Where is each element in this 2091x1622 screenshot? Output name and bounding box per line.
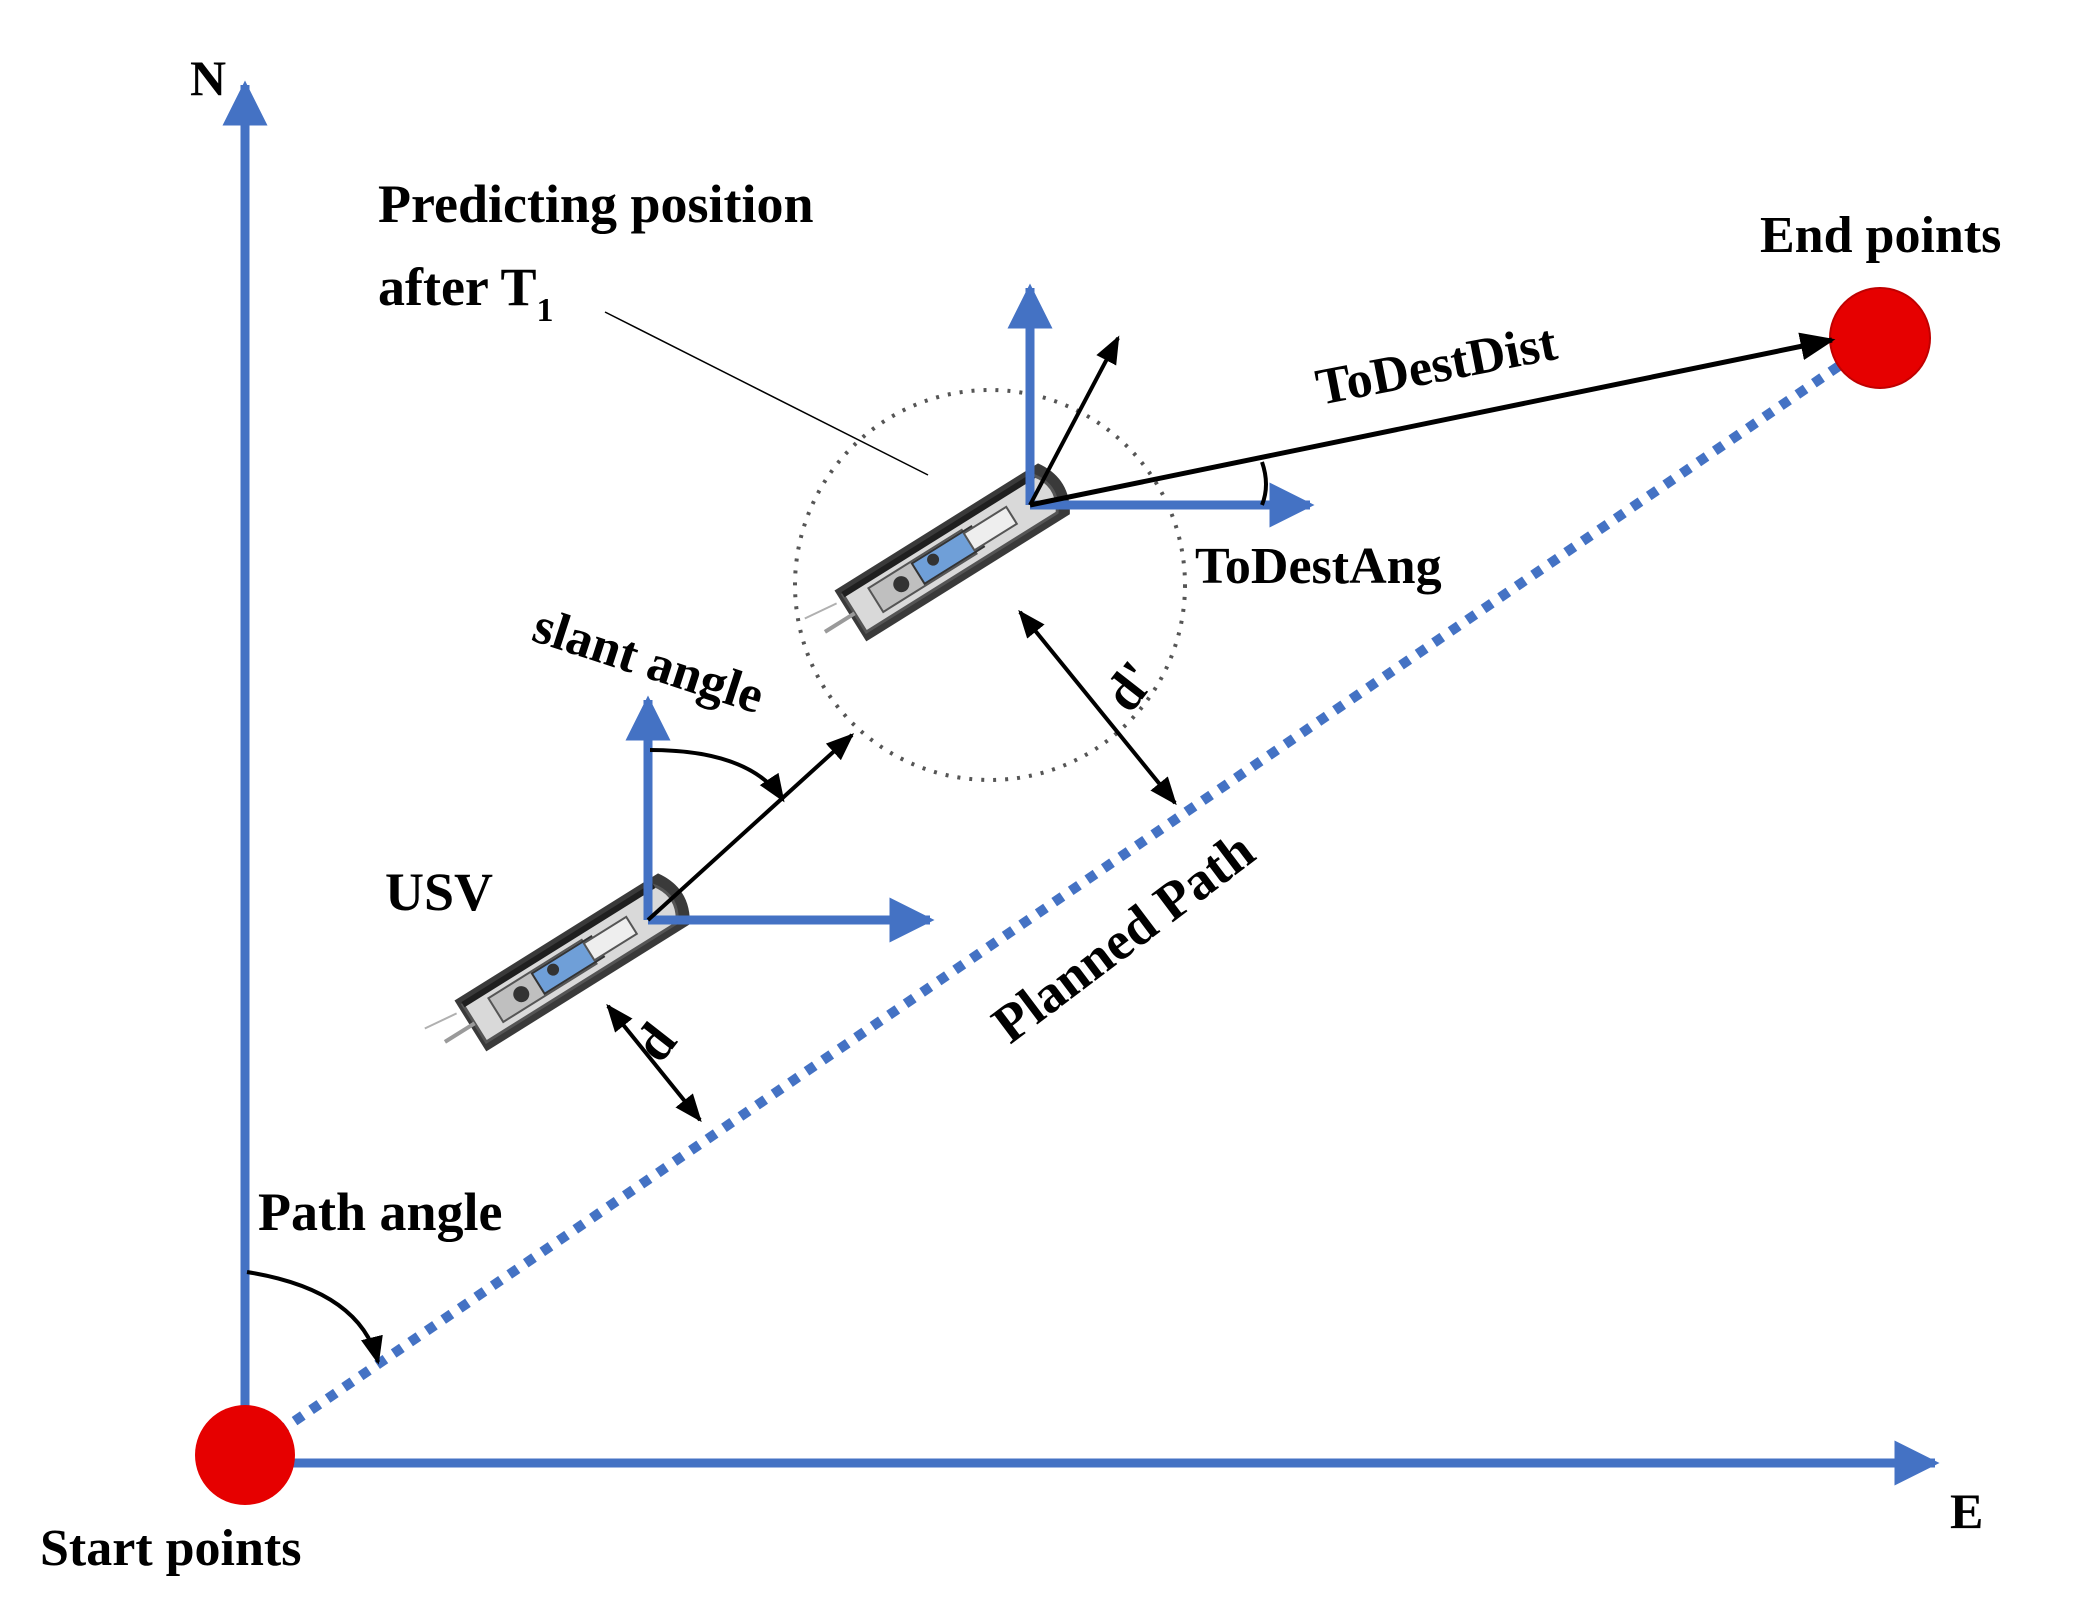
prediction-circle [793, 388, 1187, 782]
to-dest-dist-arrow [1029, 332, 1836, 508]
d-prime-distance-arrow [1018, 609, 1177, 806]
east-label: E [1950, 1483, 1983, 1539]
start-points-label: Start points [40, 1520, 301, 1577]
end-point-marker [1829, 287, 1931, 389]
predict-label-line2: after T1 [378, 257, 553, 329]
usv-label: USV [385, 862, 493, 922]
predict-label-line1: Predicting position [378, 174, 814, 234]
path-angle-arc [246, 1270, 383, 1365]
path-angle-label: Path angle [258, 1182, 503, 1242]
usv-heading-arrow [646, 733, 855, 922]
slant-angle-arc [649, 748, 785, 803]
start-point-marker [195, 1405, 295, 1505]
north-label: N [190, 50, 226, 106]
to-dest-ang-arc [1260, 461, 1268, 506]
d-distance-arrow [606, 1003, 702, 1123]
end-points-label: End points [1760, 207, 2001, 264]
d-prime-label: d' [1092, 650, 1167, 722]
to-dest-ang-label: ToDestAng [1195, 538, 1442, 595]
predict-callout-line [604, 311, 929, 476]
predicted-heading-arrow [1028, 335, 1120, 506]
